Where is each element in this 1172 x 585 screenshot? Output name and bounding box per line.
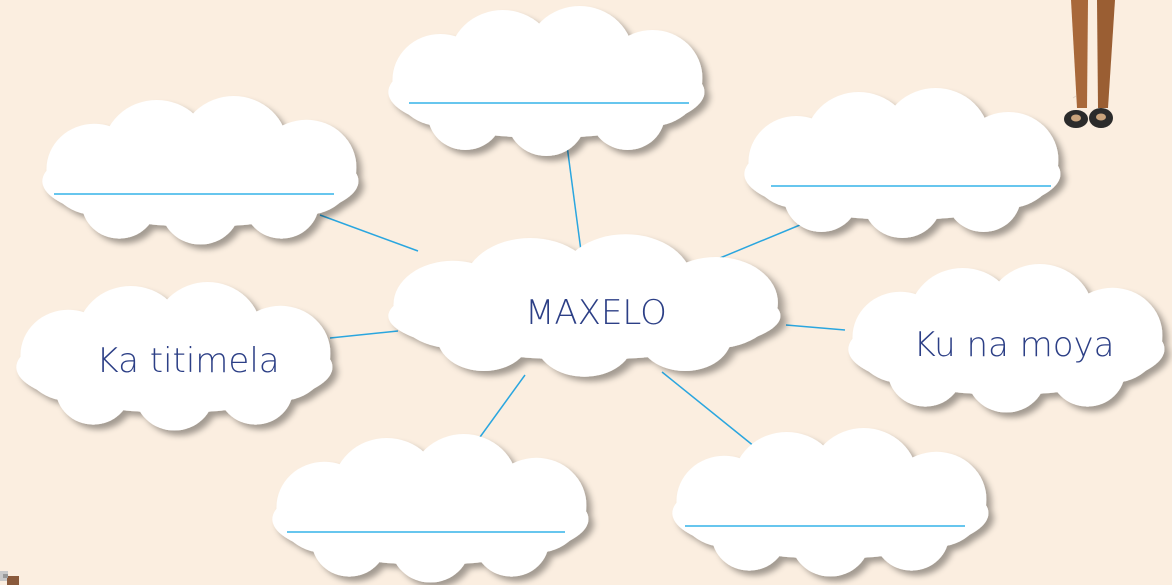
cloud-top-right xyxy=(744,88,1061,238)
connector-top-right xyxy=(719,219,813,259)
connector-right xyxy=(785,324,846,331)
cloud-top xyxy=(388,6,705,156)
cloud-bottom-left xyxy=(272,434,589,583)
node-label-left: Ka titimela xyxy=(96,341,279,381)
connector-bottom-right xyxy=(661,371,761,452)
center-label: MAXELO xyxy=(525,293,667,333)
connector-lines xyxy=(319,137,846,456)
node-label-right: Ku na moya xyxy=(913,325,1114,365)
person-legs-illustration xyxy=(1064,0,1115,128)
connector-top xyxy=(565,137,584,267)
connector-left xyxy=(329,330,399,339)
cloud-top-left xyxy=(42,96,359,245)
cloud-bottom-right xyxy=(672,428,989,577)
connector-top-left xyxy=(319,214,419,252)
corner-icon xyxy=(0,571,19,585)
